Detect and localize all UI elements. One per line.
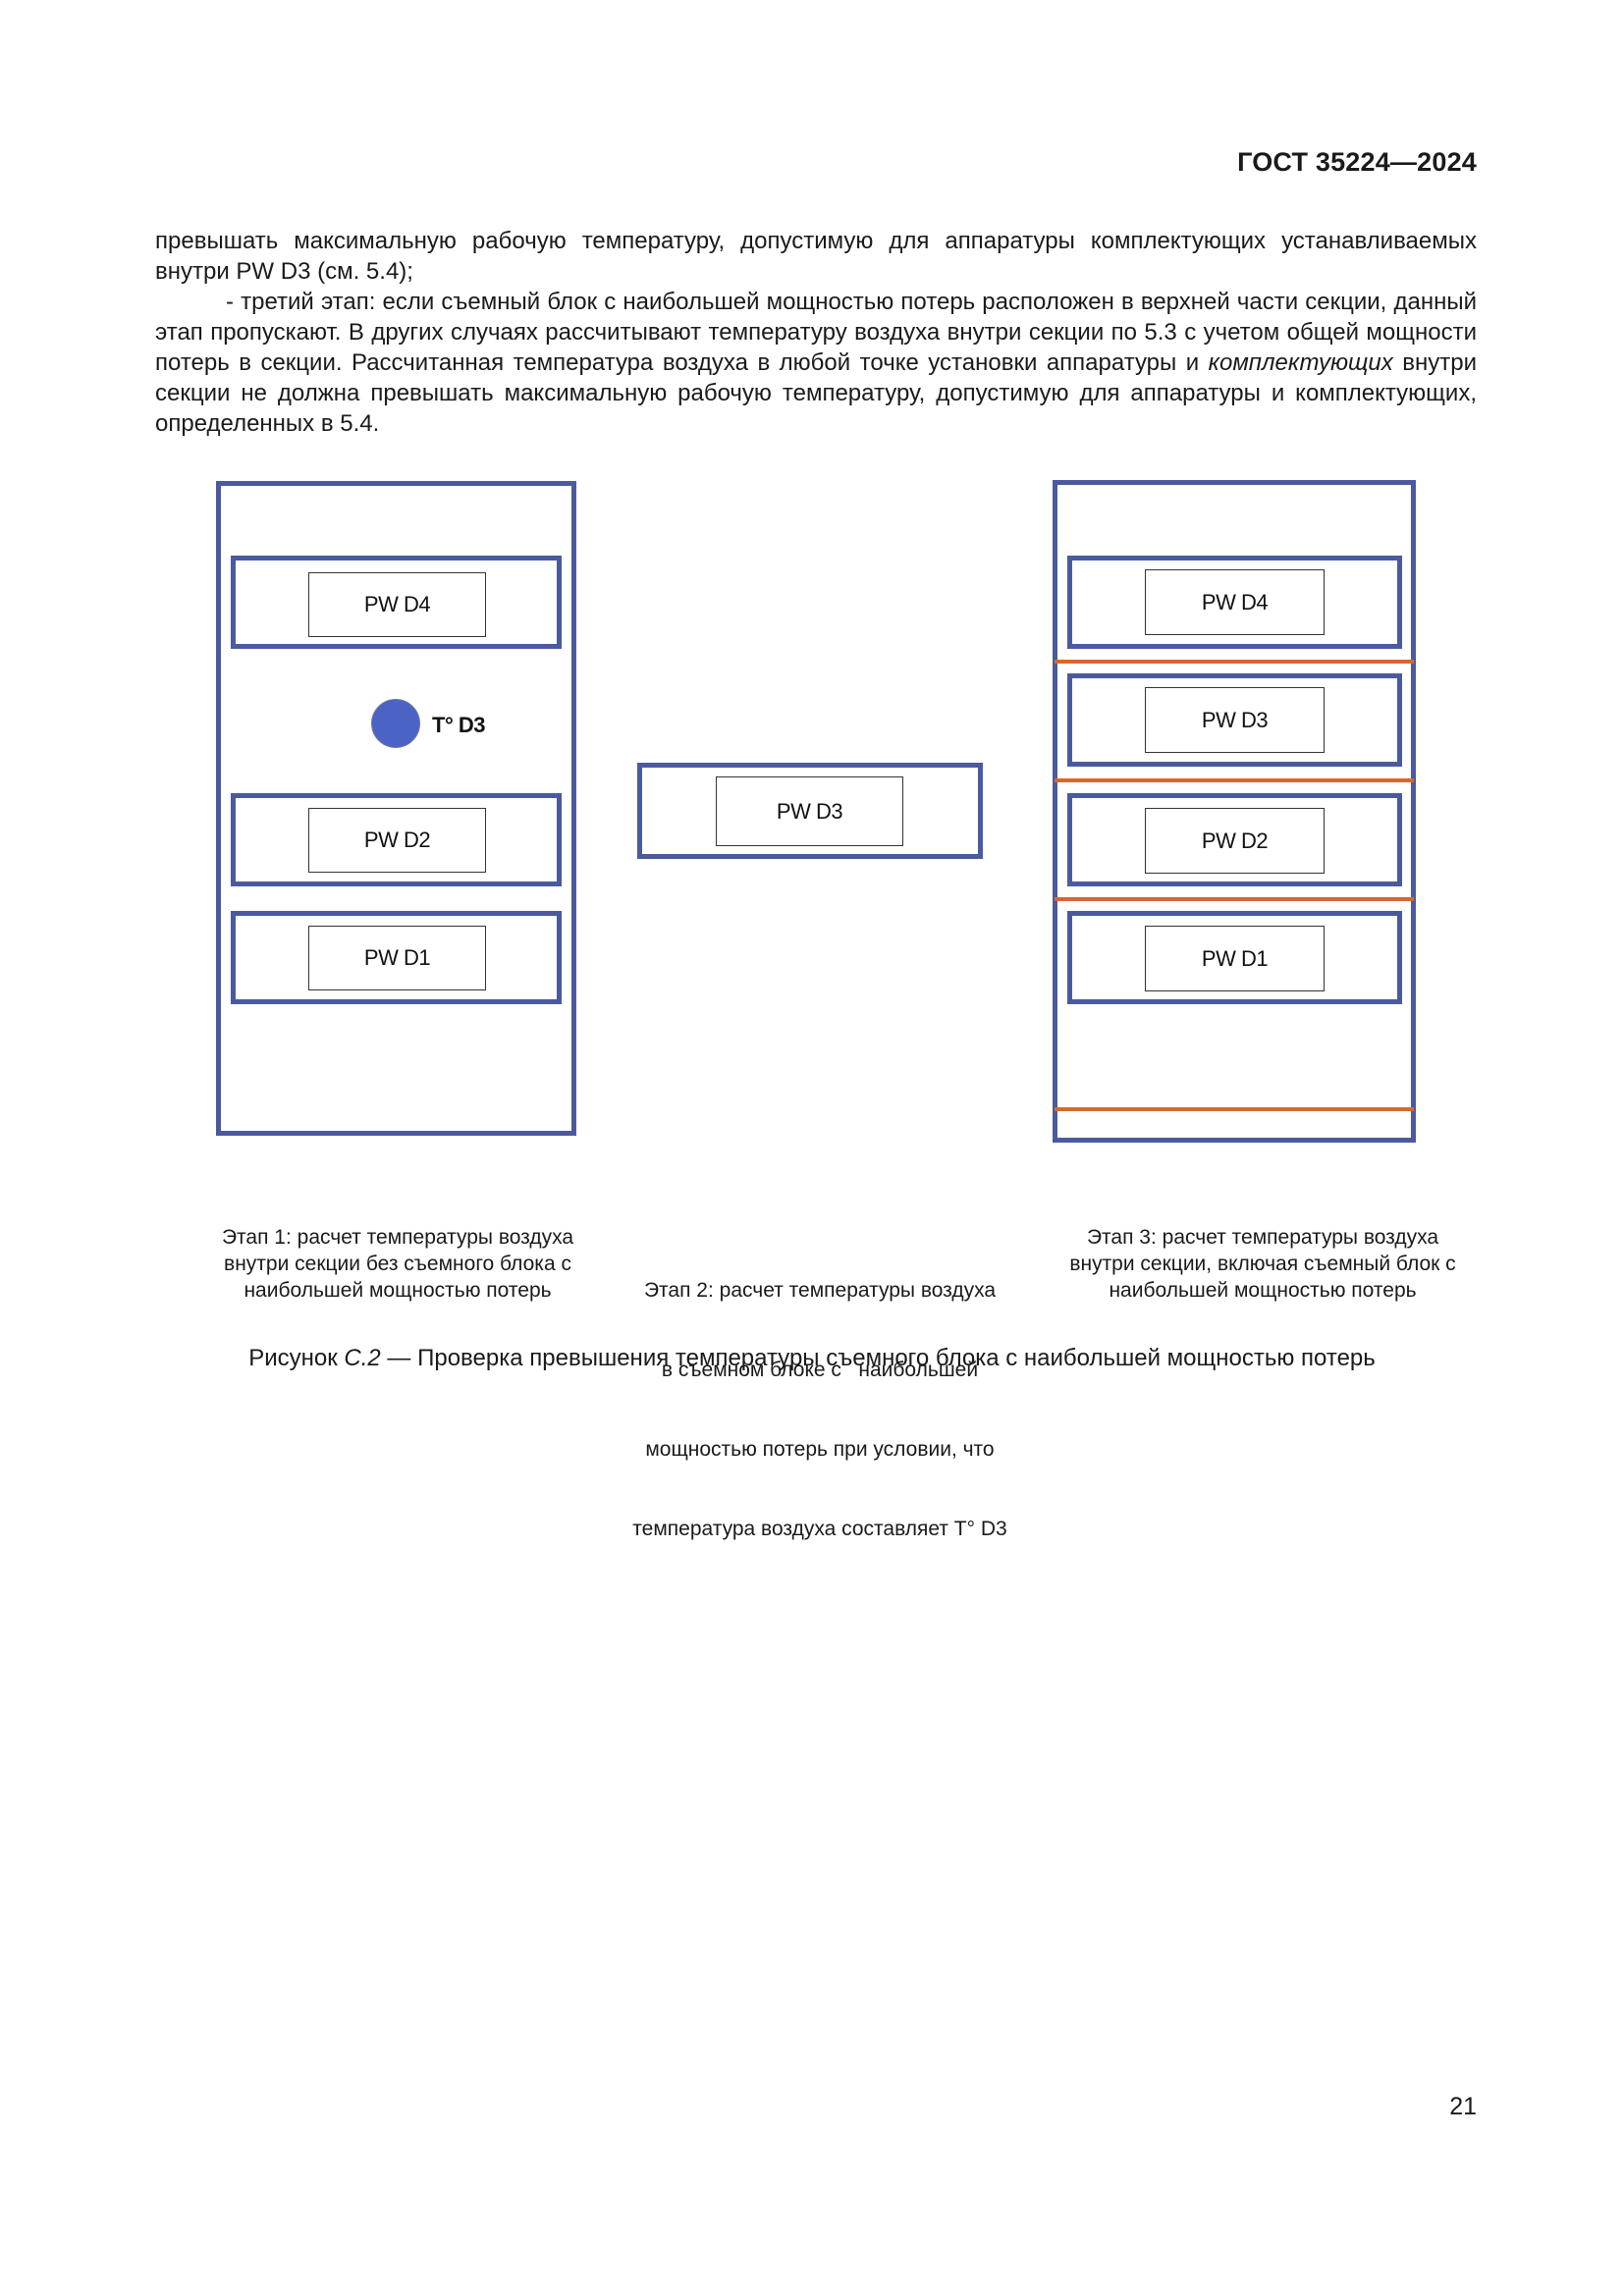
stage3-label-d3: PW D3: [1145, 687, 1325, 753]
temperature-sensor-icon: [371, 699, 420, 748]
stage3-unit-d4: [1067, 556, 1402, 649]
stage3-unit-d2: [1067, 793, 1402, 886]
stage2-unit-d3: [637, 763, 983, 859]
stage3-separator: [1055, 897, 1414, 901]
stage3-label-d2: PW D2: [1145, 808, 1325, 874]
paragraph-1: превышать максимальную рабочую температу…: [155, 228, 1477, 285]
stage1-section-frame: [216, 481, 576, 1136]
stage1-unit-d2: [231, 793, 562, 886]
page-number: 21: [1449, 2093, 1477, 2120]
standard-header: ГОСТ 35224—2024: [1237, 147, 1477, 177]
stage3-separator: [1055, 1107, 1414, 1111]
figure-title: Рисунок C.2 — Проверка превышения темпер…: [248, 1345, 1376, 1371]
stage3-label-d4: PW D4: [1145, 569, 1325, 635]
figure-c2: PW D4 T° D3 PW D2 PW D1 PW D3 PW D4 PW D…: [216, 480, 1456, 1540]
stage2-caption: Этап 2: расчет температуры воздуха в съе…: [632, 1279, 1007, 1540]
body-text: превышать максимальную рабочую температу…: [155, 226, 1477, 439]
temperature-label: T° D3: [432, 713, 485, 737]
stage1-unit-d1: [231, 911, 562, 1004]
stage1-label-d1: PW D1: [308, 926, 486, 990]
stage3-separator: [1055, 660, 1414, 664]
stage1-caption: Этап 1: расчет температуры воздуха внутр…: [221, 1226, 574, 1302]
stage1-label-d2: PW D2: [308, 808, 486, 873]
paragraph-2: - третий этап: если съемный блок с наибо…: [155, 289, 1477, 437]
stage1-label-d4: PW D4: [308, 572, 486, 637]
stage3-label-d1: PW D1: [1145, 926, 1325, 991]
stage3-caption: Этап 3: расчет температуры воздуха внутр…: [1069, 1226, 1456, 1302]
stage3-unit-d1: [1067, 911, 1402, 1004]
stage3-unit-d3: [1067, 673, 1402, 767]
stage1-unit-d4: [231, 556, 562, 649]
stage3-separator: [1055, 778, 1414, 782]
stage3-section-frame: [1053, 480, 1416, 1143]
stage2-label-d3: PW D3: [716, 776, 903, 846]
